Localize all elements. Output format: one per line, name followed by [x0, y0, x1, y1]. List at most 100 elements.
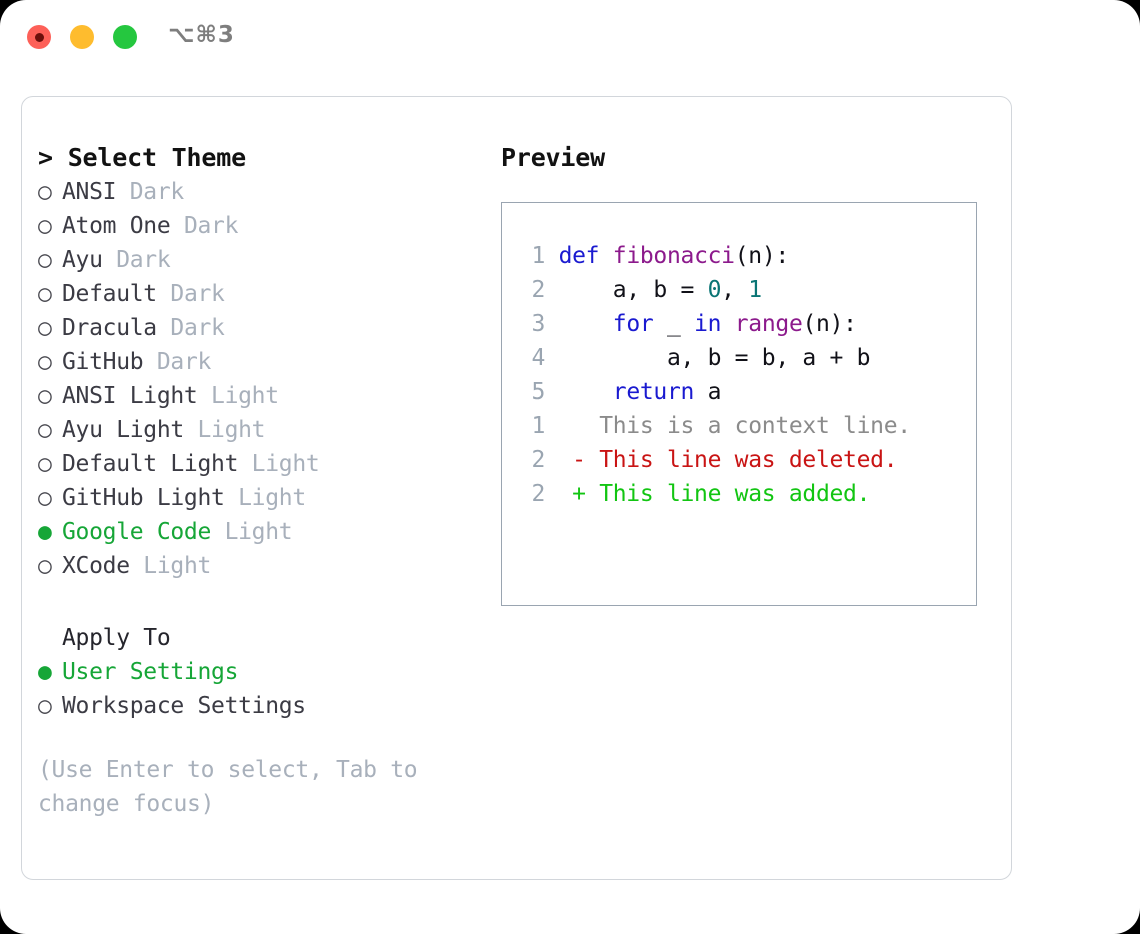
theme-option-dracula[interactable]: ○Dracula Dark	[38, 311, 498, 345]
code-line: 3 for _ in range(n):	[521, 307, 870, 341]
radio-unselected-icon: ○	[38, 553, 52, 579]
keyboard-hint-text: (Use Enter to select, Tab to change focu…	[38, 757, 418, 817]
code-token-punc: (n):	[802, 311, 858, 337]
radio-unselected-icon: ○	[38, 417, 52, 443]
code-token-fn: fibonacci	[612, 243, 735, 269]
radio-unselected-icon: ○	[38, 213, 52, 239]
theme-option-github[interactable]: ○ GitHub Dark	[38, 345, 498, 379]
code-gutter-space	[545, 277, 559, 303]
close-button[interactable]	[27, 25, 51, 49]
theme-option-kind: Dark	[102, 247, 171, 273]
apply-to-option-list: ● User Settings ○Workspace Settings	[38, 655, 498, 723]
window-controls	[27, 25, 137, 49]
theme-option-google-code[interactable]: ● Google Code Light	[38, 515, 498, 549]
theme-option-kind: Light	[197, 383, 279, 409]
radio-unselected-icon: ○	[38, 281, 52, 307]
theme-option-xcode[interactable]: ○ XCode Light	[38, 549, 498, 583]
code-line-number: 1	[531, 243, 545, 269]
radio-unselected-icon: ○	[38, 247, 52, 273]
code-token-kw: def	[558, 243, 600, 269]
code-gutter-space	[545, 379, 559, 405]
diff-marker	[545, 413, 599, 439]
theme-option-default[interactable]: ○Default Dark	[38, 277, 498, 311]
code-line: 5 return a	[521, 375, 870, 409]
preview-title: Preview	[501, 143, 605, 172]
code-token-txt	[559, 311, 613, 337]
code-token-kw: return	[612, 379, 695, 405]
theme-selector-dialog: > Select Theme ○ANSI Dark○Atom One Dark○…	[21, 96, 1012, 880]
diff-line-number: 2	[531, 481, 545, 507]
code-token-txt: a, b =	[558, 277, 708, 303]
code-line: 4 a, b = b, a + b	[521, 341, 870, 375]
theme-option-kind: Light	[211, 519, 293, 545]
radio-selected-icon: ●	[38, 659, 52, 685]
apply-to-header: Apply To	[62, 625, 171, 651]
theme-option-label: Default	[62, 281, 157, 307]
theme-option-label: ANSI	[62, 179, 117, 205]
diff-line-del: 2 - This line was deleted.	[521, 443, 911, 477]
code-token-txt	[559, 379, 613, 405]
maximize-button[interactable]	[113, 25, 137, 49]
diff-line-text: This is a context line.	[599, 413, 911, 439]
code-gutter-space	[545, 311, 559, 337]
theme-option-kind: Light	[224, 485, 306, 511]
diff-line-add: 2 + This line was added.	[521, 477, 911, 511]
radio-unselected-icon: ○	[38, 451, 52, 477]
radio-unselected-icon: ○	[38, 349, 52, 375]
radio-unselected-icon: ○	[38, 315, 52, 341]
minimize-button[interactable]	[70, 25, 94, 49]
radio-unselected-icon: ○	[38, 693, 52, 719]
apply-to-option-workspace-settings[interactable]: ○Workspace Settings	[38, 689, 498, 723]
diff-line-text: This line was added.	[599, 481, 871, 507]
radio-unselected-icon: ○	[38, 179, 52, 205]
theme-option-label: Default Light	[62, 451, 239, 477]
apply-to-option-label: User Settings	[62, 659, 239, 685]
code-gutter-space	[545, 345, 559, 371]
theme-option-list: ○ANSI Dark○Atom One Dark○Ayu Dark○Defaul…	[38, 175, 498, 583]
code-line-number: 4	[531, 345, 545, 371]
diff-line-ctx: 1 This is a context line.	[521, 409, 911, 443]
code-line-number: 5	[531, 379, 545, 405]
code-token-kw: for	[612, 311, 654, 337]
theme-option-kind: Dark	[143, 349, 212, 375]
theme-option-github-light[interactable]: ○ GitHub Light Light	[38, 481, 498, 515]
code-line: 1 def fibonacci(n):	[521, 239, 870, 273]
theme-option-atom-one[interactable]: ○Atom One Dark	[38, 209, 498, 243]
code-token-txt	[721, 311, 735, 337]
keyboard-shortcut-indicator: ⌥⌘3	[168, 22, 235, 48]
diff-line-number: 2	[531, 447, 545, 473]
theme-option-kind: Light	[129, 553, 212, 579]
code-line-number: 2	[531, 277, 545, 303]
theme-option-kind: Light	[238, 451, 320, 477]
theme-option-label: GitHub	[62, 349, 144, 375]
radio-selected-icon: ●	[38, 519, 52, 545]
theme-option-label: Dracula	[62, 315, 157, 341]
theme-option-ansi[interactable]: ○ ANSI Dark	[38, 175, 498, 209]
theme-option-label: XCode	[62, 553, 130, 579]
radio-unselected-icon: ○	[38, 485, 52, 511]
radio-unselected-icon: ○	[38, 383, 52, 409]
theme-option-ansi-light[interactable]: ○ANSI Light Light	[38, 379, 498, 413]
theme-option-label: Google Code	[62, 519, 212, 545]
diff-marker: +	[545, 481, 600, 507]
theme-option-ayu[interactable]: ○Ayu Dark	[38, 243, 498, 277]
code-line: 2 a, b = 0, 1	[521, 273, 870, 307]
apply-to-option-user-settings[interactable]: ● User Settings	[38, 655, 498, 689]
theme-option-kind: Dark	[116, 179, 185, 205]
code-token-txt: _	[653, 311, 695, 337]
theme-option-default-light[interactable]: ○ Default Light Light	[38, 447, 498, 481]
theme-option-label: GitHub Light	[62, 485, 225, 511]
code-token-txt: a	[694, 379, 722, 405]
theme-option-label: Atom One	[62, 213, 171, 239]
diff-line-text: This line was deleted.	[599, 447, 898, 473]
theme-option-ayu-light[interactable]: ○Ayu Light Light	[38, 413, 498, 447]
code-token-num: 1	[748, 277, 762, 303]
theme-list-panel: > Select Theme ○ANSI Dark○Atom One Dark○…	[38, 141, 498, 821]
theme-option-kind: Light	[183, 417, 266, 443]
code-token-txt: a, b = b, a + b	[558, 345, 871, 371]
code-gutter-space	[545, 243, 559, 269]
code-token-fn: range	[734, 311, 803, 337]
